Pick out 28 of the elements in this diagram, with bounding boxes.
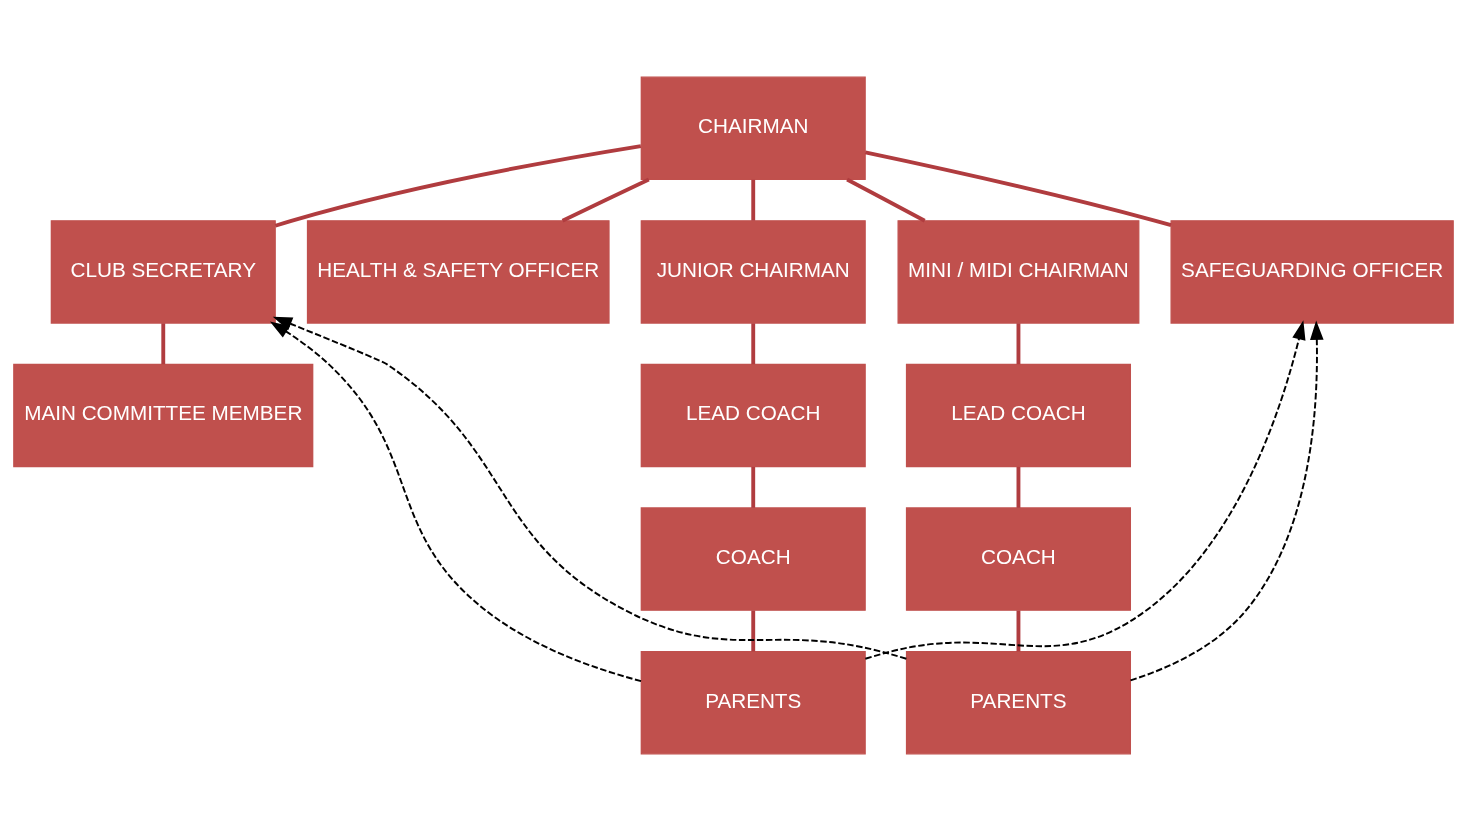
- node-box: LEAD COACH: [905, 363, 1131, 467]
- connector: [561, 177, 650, 222]
- node-box: MINI / MIDI CHAIRMAN: [897, 219, 1140, 324]
- node-box: COACH: [905, 506, 1131, 611]
- connector: [161, 322, 166, 364]
- arrow: [272, 316, 908, 660]
- arrow: [864, 319, 1306, 660]
- connector: [1016, 322, 1021, 364]
- connector: [751, 610, 756, 651]
- node-box: PARENTS: [640, 650, 866, 754]
- node-box: COACH: [640, 506, 866, 611]
- connector: [751, 322, 756, 364]
- connector: [846, 177, 926, 222]
- connector: [751, 179, 756, 221]
- node-box: CHAIRMAN: [640, 76, 866, 180]
- node-box: LEAD COACH: [640, 363, 866, 467]
- arrow: [1129, 319, 1324, 681]
- node-box: SAFEGUARDING OFFICER: [1170, 219, 1454, 324]
- connector: [1016, 466, 1021, 508]
- node-box: MAIN COMMITTEE MEMBER: [13, 363, 314, 467]
- connector: [751, 466, 756, 508]
- connector: [274, 143, 642, 228]
- node-box: PARENTS: [905, 650, 1131, 754]
- node-box: JUNIOR CHAIRMAN: [640, 219, 866, 324]
- node-box: HEALTH & SAFETY OFFICER: [306, 219, 610, 324]
- node-box: CLUB SECRETARY: [50, 219, 276, 324]
- connector: [864, 149, 1172, 227]
- connector: [1016, 610, 1021, 651]
